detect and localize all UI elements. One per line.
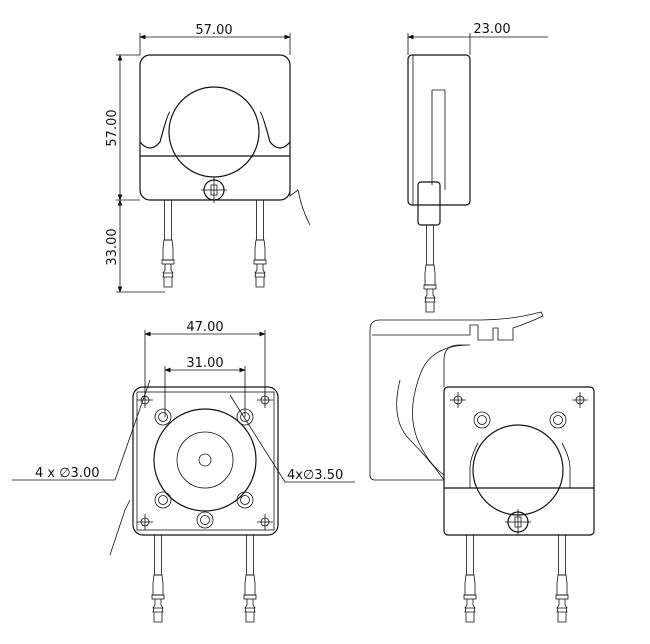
outer-hole-callout: 4 x ∅3.00: [35, 466, 100, 481]
inner-hole-callout: 4x∅3.50: [287, 468, 343, 483]
tube-left: [161, 199, 175, 288]
side-view: 23.00: [407, 22, 548, 313]
height-dimension: 57.00: [105, 109, 120, 146]
rotor-circle: [168, 86, 260, 178]
width-dimension: 57.00: [195, 23, 232, 38]
outer-hole-spacing: 47.00: [186, 320, 223, 335]
depth-dimension: 23.00: [473, 22, 510, 37]
tube-length-dimension: 33.00: [105, 228, 120, 265]
back-view: 47.00 31.00 4 x ∅3.00 4x∅3.50: [12, 320, 355, 623]
inner-hole-spacing: 31.00: [186, 356, 223, 371]
screw-icon: [200, 176, 228, 204]
lever-view: [369, 311, 595, 623]
tube-right: [253, 199, 267, 288]
side-tube: [423, 224, 437, 313]
front-view: 57.00 57.00 33.00: [105, 23, 311, 293]
